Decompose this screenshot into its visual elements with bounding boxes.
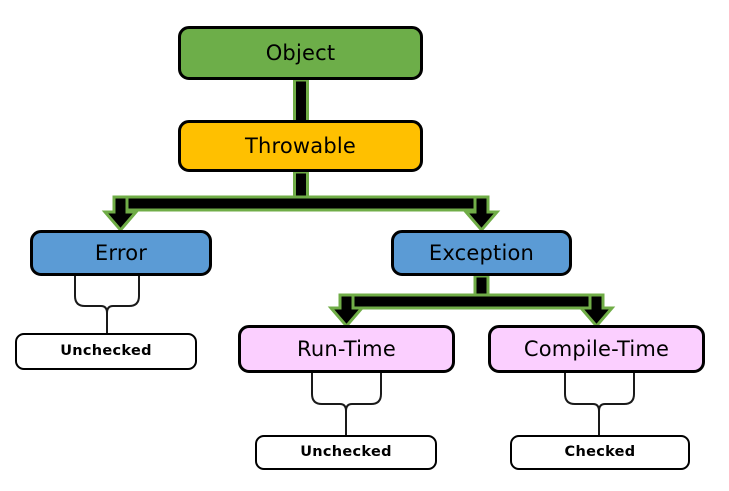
- node-compile-time-label: Compile-Time: [523, 336, 670, 361]
- edge-exception-split: [327, 274, 616, 329]
- edge-runtime-to-unchecked: [311, 372, 382, 436]
- node-runtime-unchecked-label: Unchecked: [300, 444, 392, 461]
- node-compile-checked[interactable]: Checked: [510, 435, 690, 470]
- node-compile-checked-label: Checked: [564, 444, 636, 461]
- node-object-label: Object: [265, 40, 336, 65]
- node-exception-label: Exception: [428, 240, 535, 265]
- node-throwable[interactable]: Throwable: [178, 120, 423, 172]
- node-throwable-label: Throwable: [244, 133, 357, 158]
- node-error[interactable]: Error: [30, 230, 212, 276]
- node-error-unchecked[interactable]: Unchecked: [15, 333, 197, 370]
- node-compile-time[interactable]: Compile-Time: [488, 325, 705, 373]
- node-run-time-label: Run-Time: [297, 336, 396, 361]
- edge-error-to-unchecked: [74, 275, 140, 334]
- node-error-unchecked-label: Unchecked: [60, 343, 152, 360]
- node-runtime-unchecked[interactable]: Unchecked: [255, 435, 437, 470]
- edge-throwable-split: [101, 170, 501, 233]
- node-exception[interactable]: Exception: [391, 230, 572, 276]
- node-error-label: Error: [94, 240, 148, 265]
- node-object[interactable]: Object: [178, 26, 423, 80]
- edge-compiletime-to-checked: [564, 372, 635, 436]
- node-run-time[interactable]: Run-Time: [238, 325, 455, 373]
